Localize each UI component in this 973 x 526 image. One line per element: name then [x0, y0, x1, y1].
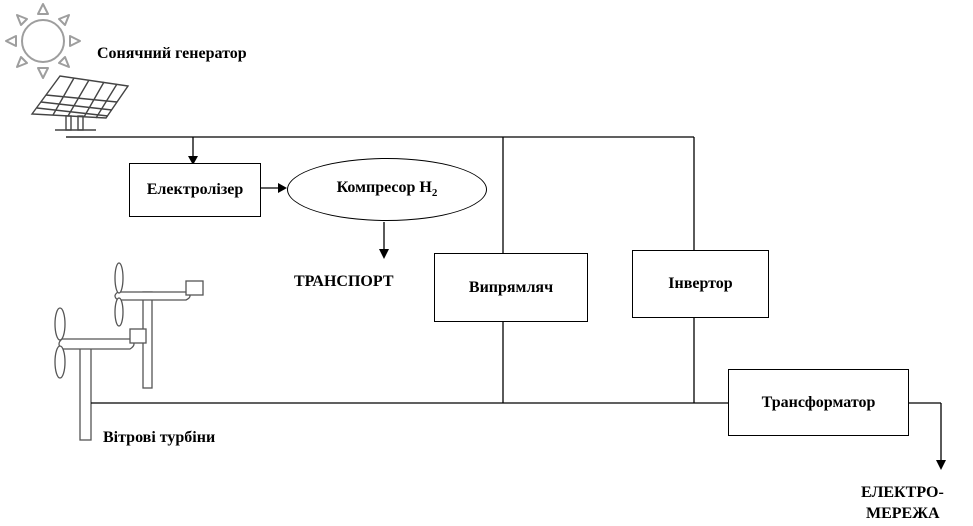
solar-generator-label: Сонячний генератор [97, 45, 247, 62]
transport-label: ТРАНСПОРТ [294, 273, 394, 290]
wind-turbines-label: Вітрові турбіни [103, 429, 216, 446]
transformer-block: Трансформатор [728, 369, 909, 436]
inverter-label: Інвертор [668, 275, 733, 292]
sun-icon [5, 3, 81, 79]
compressor-label: Компресор Н2 [336, 179, 438, 200]
grid-label-line2: МЕРЕЖА [866, 505, 940, 522]
rectifier-label: Випрямляч [468, 278, 554, 296]
electrolyzer-block: Електролізер [129, 163, 261, 217]
electrolyzer-label: Електролізер [146, 181, 244, 198]
solar-panel-icon [30, 75, 130, 131]
arrowheads [188, 156, 946, 470]
compressor-subscript: 2 [431, 187, 438, 200]
bus-lines [66, 136, 942, 460]
rectifier-block: Випрямляч [434, 253, 588, 322]
transformer-label: Трансформатор [761, 393, 876, 411]
grid-label-line1: ЕЛЕКТРО- [861, 484, 944, 501]
inverter-block: Інвертор [632, 250, 769, 318]
compressor-block: Компресор Н2 [287, 158, 487, 221]
wind-turbine-icon [54, 262, 204, 441]
